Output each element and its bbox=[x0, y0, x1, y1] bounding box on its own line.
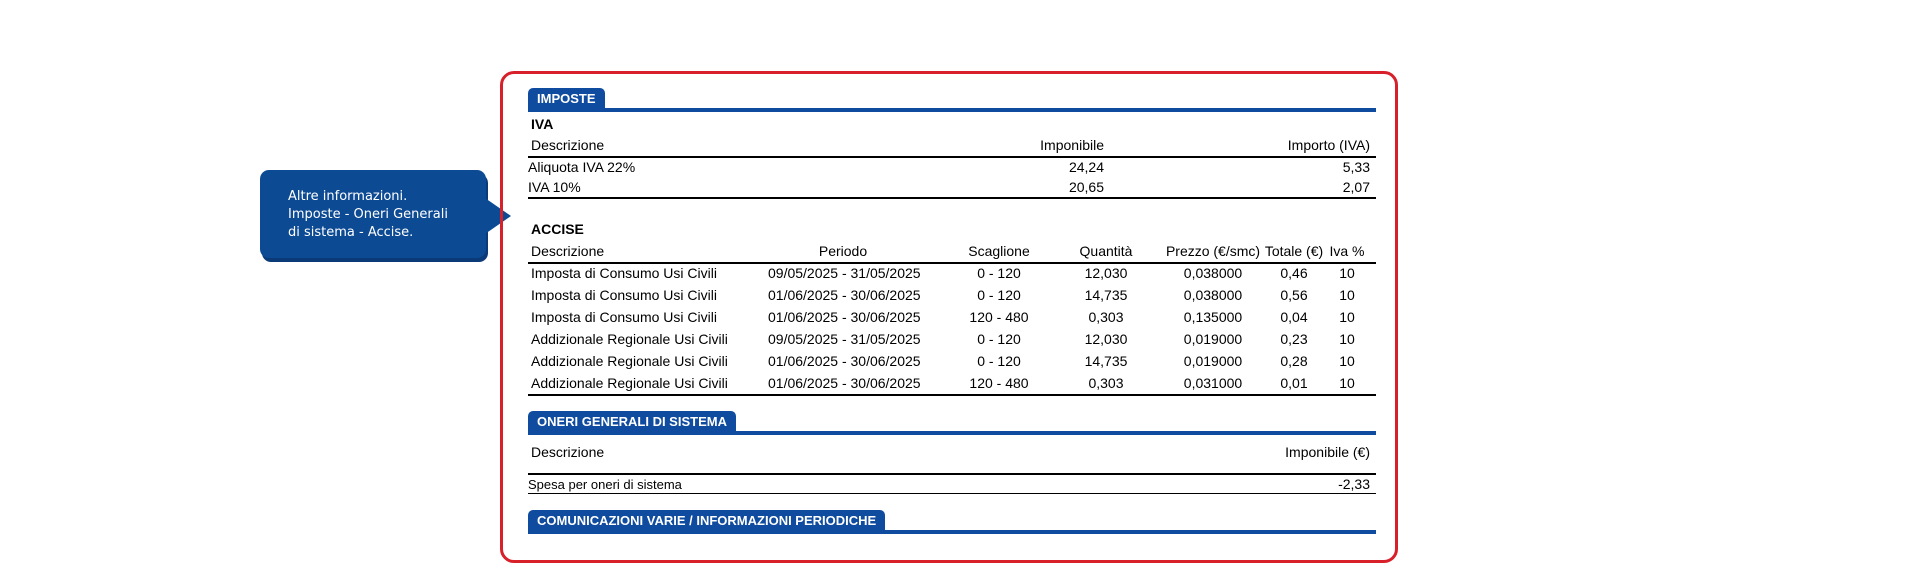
section-rule bbox=[528, 108, 1376, 112]
oneri-tab: ONERI GENERALI DI SISTEMA bbox=[528, 411, 736, 431]
accise-cell-scaglione: 0 - 120 bbox=[977, 287, 1021, 303]
accise-row: Imposta di Consumo Usi Civili 01/06/2025 … bbox=[528, 287, 1376, 309]
accise-cell-iva: 10 bbox=[1339, 309, 1355, 325]
accise-row: Imposta di Consumo Usi Civili 09/05/2025 … bbox=[528, 265, 1376, 287]
comunicazioni-section-header: COMUNICAZIONI VARIE / INFORMAZIONI PERIO… bbox=[528, 510, 1376, 534]
accise-row: Addizionale Regionale Usi Civili 01/06/20… bbox=[528, 375, 1376, 397]
accise-cell-periodo: 01/06/2025 - 30/06/2025 bbox=[768, 287, 921, 303]
accise-cell-scaglione: 0 - 120 bbox=[977, 331, 1021, 347]
accise-cell-totale: 0,23 bbox=[1280, 331, 1308, 347]
accise-cell-periodo: 09/05/2025 - 31/05/2025 bbox=[768, 331, 921, 347]
accise-table: Descrizione Periodo Scaglione Quantità P… bbox=[528, 243, 1376, 397]
accise-cell-scaglione: 120 - 480 bbox=[969, 375, 1029, 391]
iva-header-descrizione: Descrizione bbox=[531, 137, 605, 153]
accise-header-totale: Totale (€) bbox=[1264, 243, 1324, 259]
oneri-header-imponibile: Imponibile (€) bbox=[1285, 444, 1370, 460]
accise-cell-prezzo: 0,038000 bbox=[1183, 287, 1243, 303]
accise-cell-quantita: 0,303 bbox=[1088, 309, 1124, 325]
oneri-bottom-rule bbox=[528, 493, 1376, 494]
accise-cell-prezzo: 0,019000 bbox=[1183, 331, 1243, 347]
accise-cell-iva: 10 bbox=[1339, 353, 1355, 369]
accise-cell-periodo: 01/06/2025 - 30/06/2025 bbox=[768, 375, 921, 391]
iva-row-descrizione: IVA 10% bbox=[528, 179, 581, 195]
accise-header-descrizione: Descrizione bbox=[531, 243, 605, 259]
iva-title: IVA bbox=[531, 116, 554, 132]
accise-rows: Imposta di Consumo Usi Civili 09/05/2025 … bbox=[528, 265, 1376, 397]
accise-cell-prezzo: 0,135000 bbox=[1183, 309, 1243, 325]
accise-cell-prezzo: 0,031000 bbox=[1183, 375, 1243, 391]
accise-cell-totale: 0,04 bbox=[1280, 309, 1308, 325]
iva-row-imponibile: 20,65 bbox=[1068, 179, 1104, 195]
accise-header-prezzo: Prezzo (€/smc) bbox=[1165, 243, 1261, 259]
iva-row-imponibile: 24,24 bbox=[1068, 159, 1104, 175]
callout-text: Altre informazioni. Imposte - Oneri Gene… bbox=[288, 188, 473, 242]
accise-cell-periodo: 01/06/2025 - 30/06/2025 bbox=[768, 309, 921, 325]
callout-line: di sistema - Accise. bbox=[288, 225, 414, 240]
accise-row: Addizionale Regionale Usi Civili 09/05/20… bbox=[528, 331, 1376, 353]
accise-header-scaglione: Scaglione bbox=[968, 243, 1030, 259]
accise-cell-scaglione: 0 - 120 bbox=[977, 265, 1021, 281]
callout-line: Altre informazioni. bbox=[288, 189, 408, 204]
accise-cell-totale: 0,28 bbox=[1280, 353, 1308, 369]
section-rule bbox=[528, 530, 1376, 534]
accise-cell-iva: 10 bbox=[1339, 375, 1355, 391]
iva-row-importo: 2,07 bbox=[1342, 179, 1370, 195]
accise-bottom-rule bbox=[528, 394, 1376, 396]
iva-row-descrizione: Aliquota IVA 22% bbox=[528, 159, 636, 175]
accise-cell-prezzo: 0,019000 bbox=[1183, 353, 1243, 369]
oneri-section-header: ONERI GENERALI DI SISTEMA bbox=[528, 411, 1376, 435]
iva-header-imponibile: Imponibile bbox=[1040, 137, 1104, 153]
accise-cell-prezzo: 0,038000 bbox=[1183, 265, 1243, 281]
accise-header-row: Descrizione Periodo Scaglione Quantità P… bbox=[528, 243, 1376, 265]
callout-line: Imposte - Oneri Generali bbox=[288, 207, 448, 222]
accise-cell-periodo: 01/06/2025 - 30/06/2025 bbox=[768, 353, 921, 369]
accise-cell-quantita: 14,735 bbox=[1084, 287, 1128, 303]
accise-cell-descrizione: Imposta di Consumo Usi Civili bbox=[531, 309, 717, 325]
accise-cell-totale: 0,01 bbox=[1280, 375, 1308, 391]
accise-header-quantita: Quantità bbox=[1079, 243, 1133, 259]
oneri-header-rule bbox=[528, 473, 1376, 475]
accise-cell-totale: 0,46 bbox=[1280, 265, 1308, 281]
oneri-header-descrizione: Descrizione bbox=[531, 444, 605, 460]
accise-cell-iva: 10 bbox=[1339, 265, 1355, 281]
accise-cell-quantita: 12,030 bbox=[1084, 331, 1128, 347]
accise-cell-quantita: 12,030 bbox=[1084, 265, 1128, 281]
oneri-row-imponibile: -2,33 bbox=[1338, 476, 1370, 492]
accise-header-iva: Iva % bbox=[1329, 243, 1365, 259]
accise-cell-quantita: 0,303 bbox=[1088, 375, 1124, 391]
section-rule bbox=[528, 431, 1376, 435]
iva-row-importo: 5,33 bbox=[1342, 159, 1370, 175]
imposte-tab: IMPOSTE bbox=[528, 88, 605, 108]
comunicazioni-tab: COMUNICAZIONI VARIE / INFORMAZIONI PERIO… bbox=[528, 510, 886, 530]
accise-cell-descrizione: Addizionale Regionale Usi Civili bbox=[531, 353, 728, 369]
accise-title: ACCISE bbox=[531, 221, 584, 237]
accise-cell-scaglione: 0 - 120 bbox=[977, 353, 1021, 369]
accise-cell-totale: 0,56 bbox=[1280, 287, 1308, 303]
oneri-row-descrizione: Spesa per oneri di sistema bbox=[528, 477, 682, 492]
imposte-section-header: IMPOSTE bbox=[528, 88, 1376, 112]
accise-cell-descrizione: Imposta di Consumo Usi Civili bbox=[531, 265, 717, 281]
highlight-frame bbox=[500, 71, 1398, 563]
accise-cell-quantita: 14,735 bbox=[1084, 353, 1128, 369]
iva-header-rule bbox=[528, 156, 1376, 158]
accise-row: Addizionale Regionale Usi Civili 01/06/20… bbox=[528, 353, 1376, 375]
accise-cell-descrizione: Addizionale Regionale Usi Civili bbox=[531, 375, 728, 391]
info-callout: Altre informazioni. Imposte - Oneri Gene… bbox=[260, 170, 511, 258]
iva-header-importo: Importo (IVA) bbox=[1287, 137, 1370, 153]
accise-cell-descrizione: Imposta di Consumo Usi Civili bbox=[531, 287, 717, 303]
iva-bottom-rule bbox=[528, 197, 1376, 199]
accise-row: Imposta di Consumo Usi Civili 01/06/2025 … bbox=[528, 309, 1376, 331]
accise-cell-iva: 10 bbox=[1339, 287, 1355, 303]
accise-header-rule bbox=[528, 262, 1376, 264]
accise-header-periodo: Periodo bbox=[818, 243, 868, 259]
accise-cell-periodo: 09/05/2025 - 31/05/2025 bbox=[768, 265, 921, 281]
accise-cell-scaglione: 120 - 480 bbox=[969, 309, 1029, 325]
accise-cell-iva: 10 bbox=[1339, 331, 1355, 347]
accise-cell-descrizione: Addizionale Regionale Usi Civili bbox=[531, 331, 728, 347]
